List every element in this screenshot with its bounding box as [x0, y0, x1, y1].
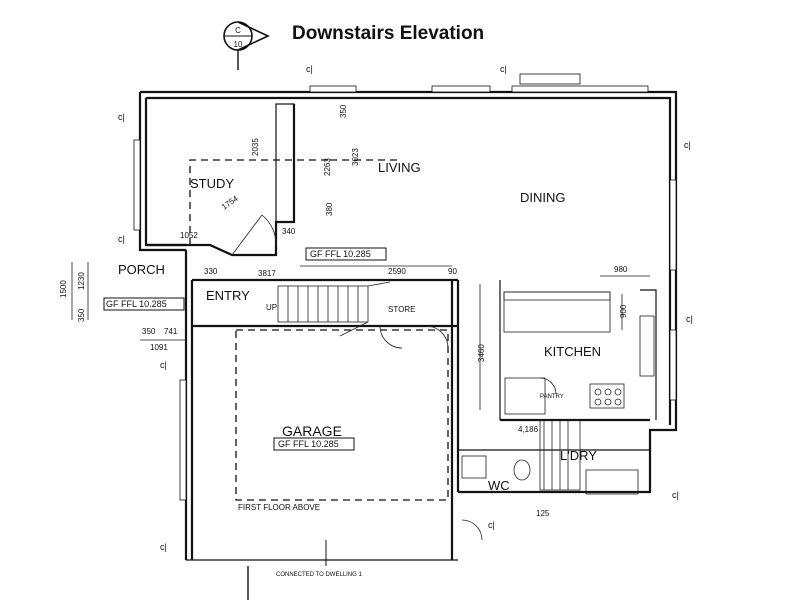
- dim-2035: 2035: [251, 138, 260, 156]
- dim-1754: 1754: [220, 194, 240, 212]
- grid-marker: c|: [672, 490, 679, 500]
- kitchen-fixtures: [503, 291, 655, 415]
- room-label-garage: GARAGE: [282, 423, 342, 439]
- dim-4186: 4,186: [518, 425, 539, 434]
- stair-up-note: UP: [266, 303, 277, 312]
- room-label-entry: ENTRY: [206, 288, 250, 303]
- room-label-study: STUDY: [190, 176, 234, 191]
- room-label-living: LIVING: [378, 160, 421, 175]
- section-marker: C 10: [223, 21, 270, 70]
- grid-markers: c| c| c| c| c| c| c| c| c| c|: [118, 64, 693, 552]
- interior-walls: [146, 103, 657, 451]
- room-label-dining: DINING: [520, 190, 566, 205]
- dim-350-porch: 350: [77, 308, 86, 322]
- room-label-wc: WC: [488, 478, 510, 493]
- grid-marker: c|: [160, 360, 167, 370]
- dim-2590: 2590: [388, 267, 406, 276]
- dim-3460: 3460: [477, 344, 486, 362]
- dim-3817: 3817: [258, 269, 276, 278]
- connected-note: CONNECTED TO DWELLING 1: [276, 572, 362, 578]
- pantry-note: PANTRY: [540, 394, 564, 400]
- grid-marker: c|: [306, 64, 313, 74]
- grid-marker: c|: [684, 140, 691, 150]
- dim-90: 90: [448, 267, 457, 276]
- dim-350-step: 350: [142, 327, 156, 336]
- section-marker-number: 10: [234, 40, 243, 49]
- floor-level-living-box: GF FFL 10.285: [305, 247, 387, 261]
- dim-125: 125: [536, 509, 550, 518]
- dim-3023: 3023: [351, 148, 360, 166]
- grid-marker: c|: [118, 234, 125, 244]
- first-floor-above-note: FIRST FLOOR ABOVE: [238, 503, 320, 512]
- grid-marker: c|: [118, 112, 125, 122]
- dim-380: 380: [325, 202, 334, 216]
- dim-1091: 1091: [150, 343, 168, 352]
- dim-900: 900: [619, 304, 628, 318]
- doors: [231, 214, 557, 541]
- wet-area-fixtures: [461, 419, 639, 495]
- room-label-kitchen: KITCHEN: [544, 344, 601, 359]
- floor-level-porch: GF FFL 10.285: [106, 299, 167, 309]
- staircase: [277, 281, 391, 337]
- grid-marker: c|: [500, 64, 507, 74]
- dim-330: 330: [204, 267, 218, 276]
- dashed-lines: [189, 159, 449, 560]
- floor-level-porch-box: GF FFL 10.285: [103, 297, 185, 311]
- floor-level-living: GF FFL 10.285: [310, 249, 371, 259]
- drawing-title: Downstairs Elevation: [292, 23, 484, 44]
- room-label-porch: PORCH: [118, 262, 165, 277]
- dimension-lines: [71, 262, 650, 410]
- openings: [133, 73, 677, 501]
- floor-level-garage-box: GF FFL 10.285: [273, 437, 355, 451]
- dim-340: 340: [282, 227, 296, 236]
- dim-1500: 1500: [59, 280, 68, 298]
- dim-741: 741: [164, 327, 178, 336]
- dim-350: 350: [339, 104, 348, 118]
- dim-1052: 1052: [180, 231, 198, 240]
- dim-980: 980: [614, 265, 628, 274]
- section-marker-letter: C: [235, 26, 241, 35]
- dim-2263: 2263: [323, 158, 332, 176]
- grid-marker: c|: [160, 542, 167, 552]
- room-label-laundry: L'DRY: [560, 448, 597, 463]
- floor-level-garage: GF FFL 10.285: [278, 439, 339, 449]
- grid-marker: c|: [488, 520, 495, 530]
- room-label-store: STORE: [388, 305, 415, 314]
- dim-1230: 1230: [77, 272, 86, 290]
- grid-marker: c|: [686, 314, 693, 324]
